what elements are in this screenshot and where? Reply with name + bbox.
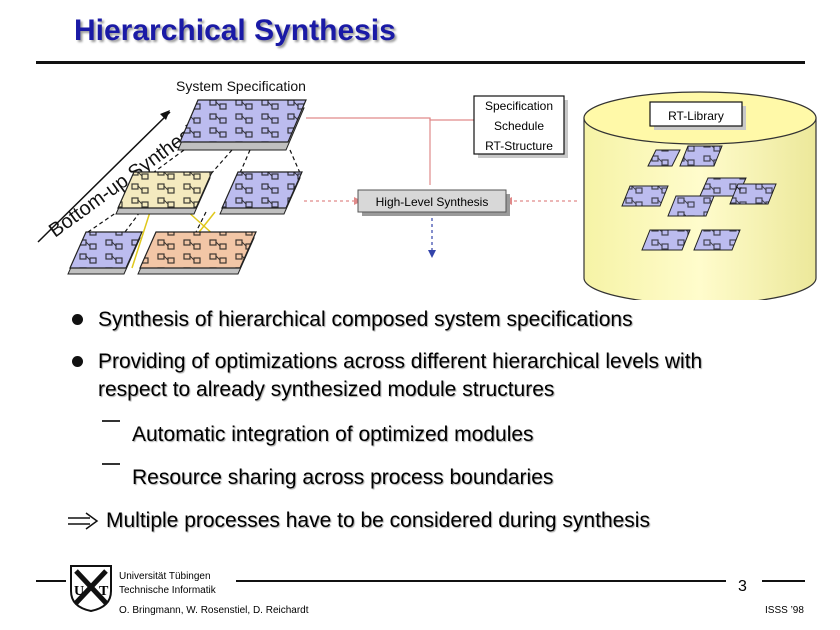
footer-rule-right bbox=[762, 580, 805, 582]
conference-label: ISSS ’98 bbox=[765, 605, 804, 616]
sub-bullet-1: Automatic integration of optimized modul… bbox=[132, 423, 534, 446]
page-number: 3 bbox=[738, 578, 747, 595]
mid-right-plane bbox=[219, 171, 303, 215]
hls-output-arrowhead bbox=[428, 250, 436, 258]
footer-rule-left bbox=[36, 580, 66, 582]
bullet-dot-1 bbox=[72, 314, 83, 325]
hls-label: High-Level Synthesis bbox=[376, 195, 489, 209]
spec-box: Specification Schedule RT-Structure bbox=[473, 95, 568, 158]
bullet-2-line-2: respect to already synthesized module st… bbox=[98, 378, 555, 401]
bottom-right-plane bbox=[137, 231, 257, 275]
level-connectors bbox=[87, 149, 301, 233]
rt-library-label: RT-Library bbox=[668, 109, 724, 123]
sub-bullet-dash-2 bbox=[102, 463, 120, 465]
university-logo: U T bbox=[70, 565, 112, 613]
footer-rule-middle bbox=[236, 580, 726, 582]
department-name: Technische Informatik bbox=[119, 585, 216, 596]
sub-bullet-dash-1 bbox=[102, 420, 120, 422]
system-spec-label: System Specification bbox=[176, 78, 306, 94]
authors: O. Bringmann, W. Rosenstiel, D. Reichard… bbox=[119, 605, 309, 616]
spec-box-line-3: RT-Structure bbox=[485, 139, 553, 153]
conclusion-text: Multiple processes have to be considered… bbox=[106, 509, 650, 532]
bottom-up-arrowhead bbox=[160, 110, 170, 120]
university-name: Universität Tübingen bbox=[119, 571, 211, 582]
page-title: Hierarchical Synthesis bbox=[74, 14, 396, 47]
hls-box: High-Level Synthesis bbox=[357, 189, 510, 216]
top-level-plane bbox=[177, 99, 307, 151]
rt-library-modules bbox=[621, 145, 777, 251]
hierarchy-diagram: Bottom-up Synthesis System Specification bbox=[37, 78, 817, 300]
bullet-1: Synthesis of hierarchical composed syste… bbox=[98, 308, 633, 331]
bottom-left-plane bbox=[67, 231, 143, 275]
sub-bullet-2: Resource sharing across process boundari… bbox=[132, 466, 554, 489]
implies-arrow-icon bbox=[68, 512, 99, 530]
bottom-up-arrow-line bbox=[37, 111, 171, 243]
bullet-dot-2 bbox=[72, 356, 83, 367]
title-divider bbox=[36, 61, 805, 64]
logo-letter-u: U bbox=[74, 584, 84, 599]
mid-left-plane bbox=[115, 171, 213, 215]
spec-box-line-2: Schedule bbox=[494, 119, 544, 133]
logo-letter-t: T bbox=[99, 584, 109, 599]
rt-library-box: RT-Library bbox=[649, 101, 746, 130]
bullet-2-line-1: Providing of optimizations across differ… bbox=[98, 350, 703, 373]
spec-box-line-1: Specification bbox=[485, 99, 553, 113]
spec-connector bbox=[306, 117, 474, 121]
